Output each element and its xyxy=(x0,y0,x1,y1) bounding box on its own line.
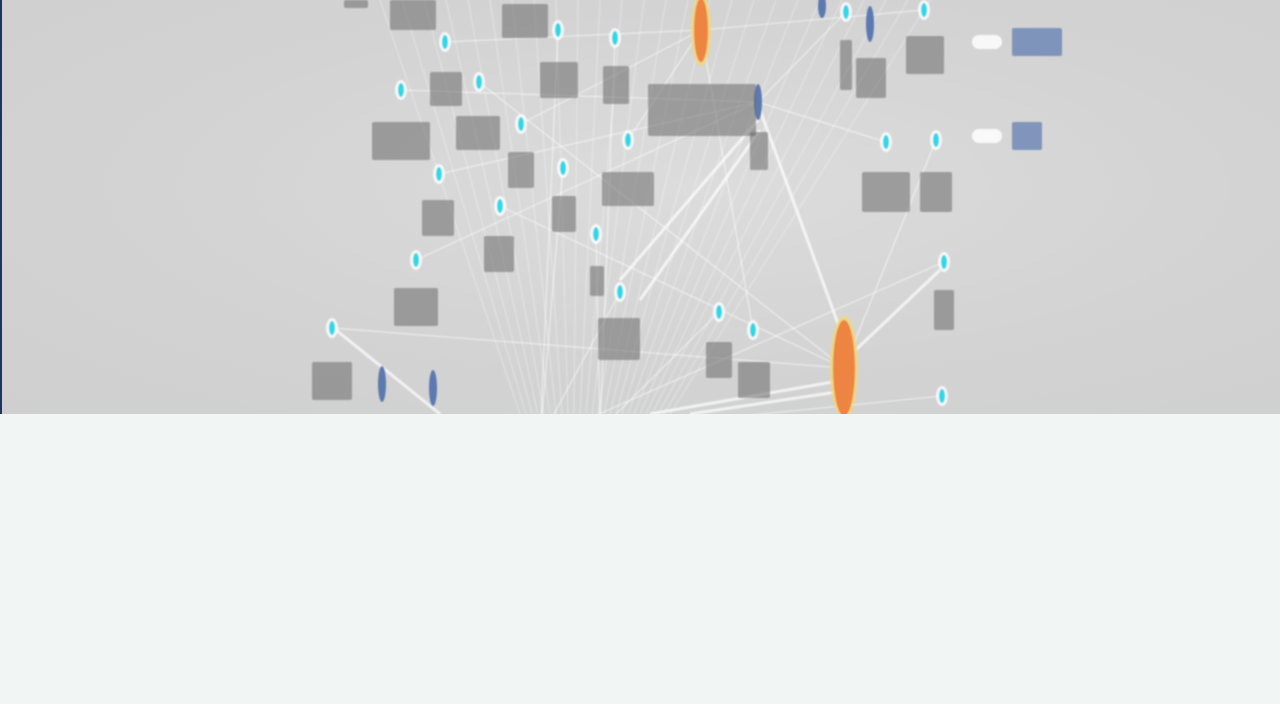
node-label-blur xyxy=(738,362,770,398)
leaf-node xyxy=(933,133,939,147)
graph-edge xyxy=(700,9,925,31)
leaf-node xyxy=(413,253,419,267)
leaf-node xyxy=(843,5,849,19)
node-label-blur xyxy=(344,0,368,8)
leaf-node xyxy=(442,35,448,49)
legend-swatch xyxy=(972,129,1002,143)
node-label-blur xyxy=(750,132,768,170)
node-label-blur xyxy=(422,200,454,236)
leaf-node xyxy=(941,255,947,269)
node-label-blur xyxy=(552,196,576,232)
graph-edge xyxy=(540,29,559,414)
graph-edge xyxy=(645,0,843,414)
leaf-node xyxy=(555,23,561,37)
node-label-blur xyxy=(508,152,534,188)
graph-edge xyxy=(553,291,621,414)
graph-edge xyxy=(651,0,865,414)
graph-legend xyxy=(972,28,1062,150)
leaf-node xyxy=(593,227,599,241)
graph-edge xyxy=(467,0,545,414)
node-label-blur xyxy=(540,62,578,98)
node-label-blur xyxy=(502,4,548,38)
graph-edges xyxy=(331,0,945,414)
graph-edge xyxy=(423,0,533,414)
node-label-blur xyxy=(456,116,500,150)
knowledge-graph-canvas[interactable] xyxy=(0,0,1280,414)
leaf-node xyxy=(518,117,524,131)
graph-edge xyxy=(579,0,601,414)
graph-edge xyxy=(754,395,943,414)
leaf-node xyxy=(497,199,503,213)
node-label-blur xyxy=(390,0,436,30)
node-label-blur xyxy=(648,84,756,136)
node-label-blur xyxy=(372,122,430,160)
category-node xyxy=(818,0,826,18)
node-label-blur xyxy=(920,172,952,212)
graph-edge xyxy=(331,327,845,369)
leaf-node xyxy=(939,389,945,403)
node-label-blur xyxy=(312,362,352,400)
node-label-blur xyxy=(602,172,654,206)
graph-edge xyxy=(478,81,845,369)
node-label-blur xyxy=(906,36,944,74)
leaf-node xyxy=(476,75,482,89)
node-label-blur xyxy=(590,266,604,296)
graph-node-labels xyxy=(312,0,954,400)
leaf-node xyxy=(329,321,335,335)
graph-edge-strong xyxy=(758,109,846,341)
node-label-blur xyxy=(840,40,852,90)
hub-node xyxy=(833,320,855,414)
node-label-blur xyxy=(706,342,732,378)
leaf-node xyxy=(560,161,566,175)
node-label-blur xyxy=(934,290,954,330)
graph-nodes xyxy=(326,0,950,414)
graph-viewport[interactable] xyxy=(0,0,1280,414)
graph-edge-strong xyxy=(638,129,762,301)
node-label-blur xyxy=(430,72,462,106)
legend-label-blur xyxy=(1012,28,1062,56)
node-label-blur xyxy=(394,288,438,326)
frame-left-border xyxy=(0,0,2,414)
leaf-node xyxy=(883,135,889,149)
category-node xyxy=(378,366,386,402)
graph-edge xyxy=(597,261,945,414)
lower-panel xyxy=(0,414,1280,704)
category-node xyxy=(866,6,874,42)
graph-edge xyxy=(633,0,799,414)
graph-edge-strong xyxy=(843,268,942,362)
graph-edge xyxy=(489,0,551,414)
node-label-blur xyxy=(598,318,640,360)
leaf-node xyxy=(612,31,618,45)
graph-edge-strong xyxy=(618,119,760,281)
graph-edge-strong xyxy=(689,388,851,414)
graph-edge xyxy=(445,0,539,414)
graph-edge xyxy=(499,205,845,369)
graph-edge xyxy=(444,29,702,43)
category-node xyxy=(429,370,437,406)
leaf-node xyxy=(625,133,631,147)
graph-edge xyxy=(533,0,563,414)
leaf-node xyxy=(436,167,442,181)
leaf-node xyxy=(398,83,404,97)
graph-edge xyxy=(639,0,821,414)
legend-swatch xyxy=(972,35,1002,49)
hub-node xyxy=(694,0,708,62)
legend-label-blur xyxy=(1012,122,1042,150)
leaf-node xyxy=(750,323,756,337)
node-label-blur xyxy=(862,172,910,212)
graph-edge xyxy=(627,0,777,414)
graph-edge xyxy=(511,0,557,414)
graph-edge xyxy=(401,0,527,414)
leaf-node xyxy=(716,305,722,319)
graph-edge xyxy=(621,0,755,414)
graph-edge-strong xyxy=(335,328,441,414)
leaf-node xyxy=(921,3,927,17)
node-label-blur xyxy=(856,58,886,98)
graph-edge xyxy=(615,311,720,414)
leaf-node xyxy=(617,285,623,299)
graph-edge xyxy=(757,101,887,143)
node-label-blur xyxy=(603,66,629,104)
node-label-blur xyxy=(484,236,514,272)
graph-edge xyxy=(757,11,847,103)
